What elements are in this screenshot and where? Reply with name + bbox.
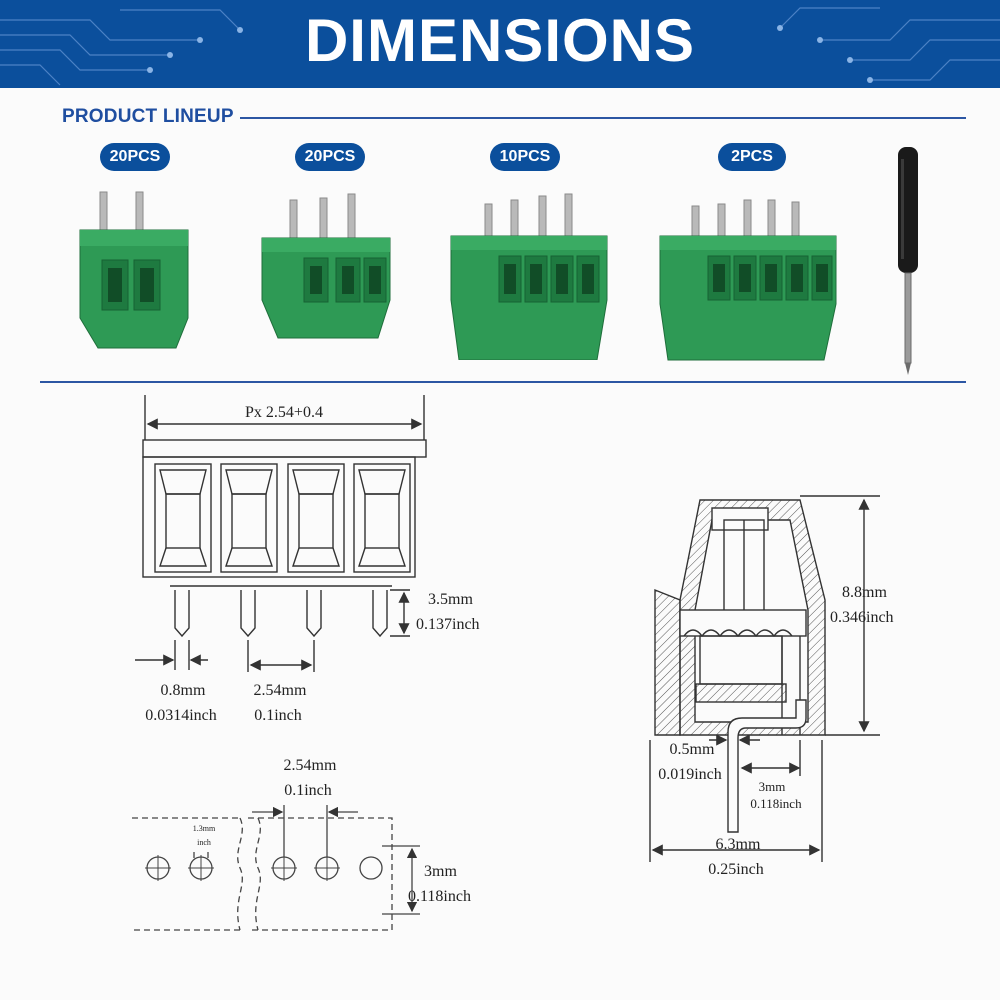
terminal-block-4pin [450,193,608,360]
qty-badge-4pin: 10PCS [490,143,560,171]
pin-thickness-mm: 0.5mm [670,741,715,758]
pin-width-mm: 0.8mm [161,682,206,699]
footprint-pitch-mm: 2.54mm [284,757,337,774]
pcb-footprint-drawing [132,805,420,931]
technical-drawings: Px 2.54+0.4 3.5mm 0.137inch 0.8mm 0.0314… [132,395,894,931]
height-mm: 8.8mm [842,584,887,601]
page-title: DIMENSIONS [304,7,696,74]
lineup-title: PRODUCT LINEUP [62,106,234,127]
pin-length-inch: 0.137inch [416,616,480,633]
qty-badge-3pin: 20PCS [295,143,365,171]
lineup-title-rule [240,117,966,119]
lineup-bottom-rule [40,381,966,383]
terminal-block-5pin [659,199,837,361]
depth-inch: 0.25inch [708,861,764,878]
circuit-decoration-left [0,9,243,86]
depth-mm: 6.3mm [716,836,761,853]
screwdriver [898,147,918,375]
pin-offset-inch: 0.118inch [750,796,802,811]
hole-diameter-mm: 1.3mm [193,824,216,833]
side-view-drawing [649,495,880,862]
pin-thickness-inch: 0.019inch [658,766,722,783]
front-view-drawing [135,395,427,672]
qty-badge-5pin: 2PCS [718,143,786,171]
footprint-pitch-inch: 0.1inch [284,782,332,799]
pitch-mm: 2.54mm [254,682,307,699]
pin-width-inch: 0.0314inch [145,707,217,724]
header-banner: DIMENSIONS [0,0,1000,88]
pitch-inch: 0.1inch [254,707,302,724]
terminal-block-3pin [261,193,391,339]
qty-badge-2pin: 20PCS [100,143,170,171]
height-inch: 0.346inch [830,609,894,626]
circuit-decoration-right [777,7,1000,83]
hole-diameter-unit: inch [197,838,211,847]
pin-length-mm: 3.5mm [428,591,473,608]
terminal-block-2pin [79,191,189,349]
pin-offset-mm: 3mm [759,779,786,794]
pitch-formula-label: Px 2.54+0.4 [245,404,323,421]
row-spacing-mm: 3mm [424,863,457,880]
row-spacing-inch: 0.118inch [408,888,471,905]
